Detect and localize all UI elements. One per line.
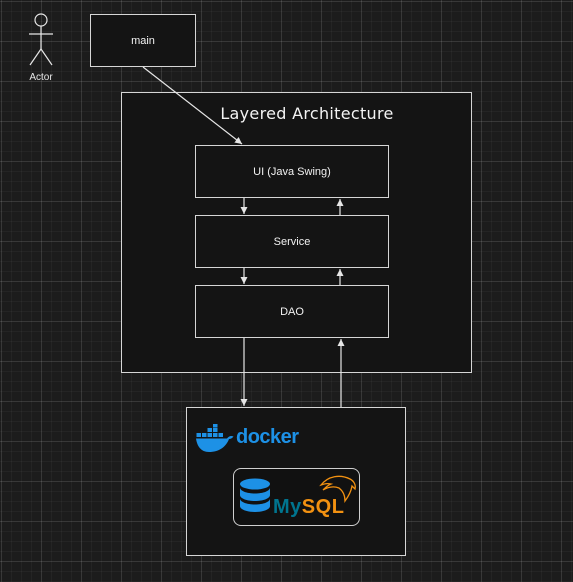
dao-layer-label: DAO <box>280 305 304 318</box>
group-title: Layered Architecture <box>220 104 394 123</box>
main-box[interactable]: main <box>90 14 196 67</box>
arrow-main-to-ui <box>142 66 243 145</box>
docker-wordmark: docker <box>236 426 299 448</box>
dao-layer-box[interactable]: DAO <box>195 285 389 338</box>
database-icon <box>240 478 270 512</box>
dolphin-icon <box>319 475 356 503</box>
actor-label: Actor <box>29 72 53 83</box>
mysql-wordmark-my: My <box>273 496 302 518</box>
actor-icon[interactable] <box>21 12 61 68</box>
service-layer-label: Service <box>273 235 311 248</box>
docker-whale-icon <box>196 424 234 452</box>
main-box-label: main <box>131 34 155 47</box>
ui-layer-label: UI (Java Swing) <box>253 165 331 178</box>
mysql-wordmark: MySQL <box>273 496 344 519</box>
ui-layer-box[interactable]: UI (Java Swing) <box>195 145 389 198</box>
mysql-wordmark-sql: SQL <box>301 496 345 518</box>
service-layer-box[interactable]: Service <box>195 215 389 268</box>
